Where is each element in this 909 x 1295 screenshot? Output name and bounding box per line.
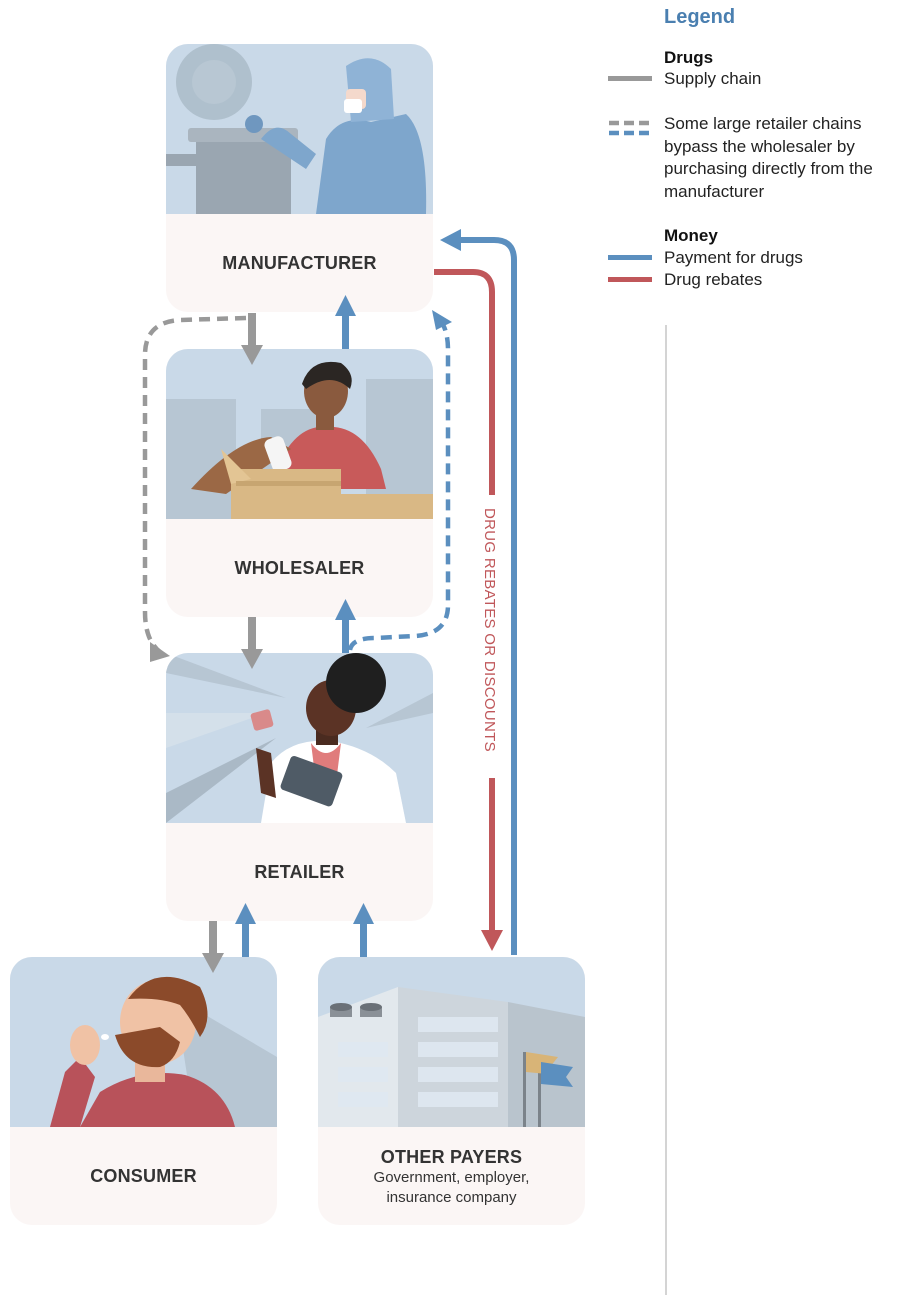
legend-title: Legend	[664, 6, 736, 28]
legend-drugs-heading: Drugs	[664, 48, 714, 67]
legend-bypass-line3: purchasing directly from the	[664, 159, 873, 178]
pharmacist-illustration	[166, 653, 433, 823]
payment-arrow-consumer-to-retailer	[235, 903, 256, 957]
legend-payment: Payment for drugs	[664, 248, 803, 267]
legend-supply-swatch	[608, 76, 652, 81]
office-building-illustration	[318, 957, 585, 1127]
bypass-arrow-manufacturer-to-retailer	[142, 315, 247, 662]
supply-arrow-manufacturer-to-wholesaler	[241, 313, 263, 365]
legend-bypass-line4: manufacturer	[664, 181, 765, 201]
legend-rebates-swatch	[608, 277, 652, 282]
payment-arrow-payers-to-retailer	[353, 903, 374, 957]
legend-money-heading: Money	[664, 226, 718, 245]
other-payers-label: OTHER PAYERS	[380, 1147, 523, 1167]
retailer-label: RETAILER	[254, 862, 345, 882]
legend-bypass-swatch	[609, 120, 654, 136]
legend-payment-swatch	[608, 255, 652, 260]
legend-bypass-line2: bypass the wholesaler by	[664, 136, 855, 156]
bypass-payment-arrow-retailer-to-manufacturer	[347, 310, 452, 651]
retailer-node: RETAILER	[166, 653, 433, 921]
lab-worker-illustration	[166, 44, 433, 214]
other-payers-node: OTHER PAYERS Government, employer, insur…	[318, 957, 585, 1225]
warehouse-worker-illustration	[166, 349, 433, 519]
payment-arrow-retailer-to-wholesaler	[335, 599, 356, 653]
payment-arrow-wholesaler-to-manufacturer	[335, 295, 356, 349]
supply-arrow-wholesaler-to-retailer	[241, 617, 263, 669]
wholesaler-label: WHOLESALER	[234, 558, 365, 578]
other-payers-sub-line2: insurance company	[386, 1189, 517, 1206]
supply-arrow-retailer-to-consumer	[202, 921, 224, 973]
wholesaler-node: WHOLESALER	[166, 349, 433, 617]
payment-arrow-payers-to-manufacturer	[440, 229, 517, 955]
rebate-arrow-manufacturer-to-payers	[434, 269, 503, 951]
legend-rebates: Drug rebates	[664, 270, 763, 289]
legend-bypass-line1: Some large retailer chains	[664, 114, 862, 133]
consumer-node: CONSUMER	[10, 957, 277, 1225]
consumer-label: CONSUMER	[90, 1166, 197, 1186]
man-taking-pill-illustration	[10, 957, 277, 1127]
legend-divider	[665, 325, 667, 1295]
other-payers-sub-line1: Government, employer,	[373, 1169, 530, 1186]
rebates-vertical-label: DRUG REBATES OR DISCOUNTS	[481, 508, 498, 752]
manufacturer-label: MANUFACTURER	[222, 253, 377, 273]
legend-supply-chain: Supply chain	[664, 69, 762, 88]
manufacturer-node: MANUFACTURER	[166, 44, 433, 312]
